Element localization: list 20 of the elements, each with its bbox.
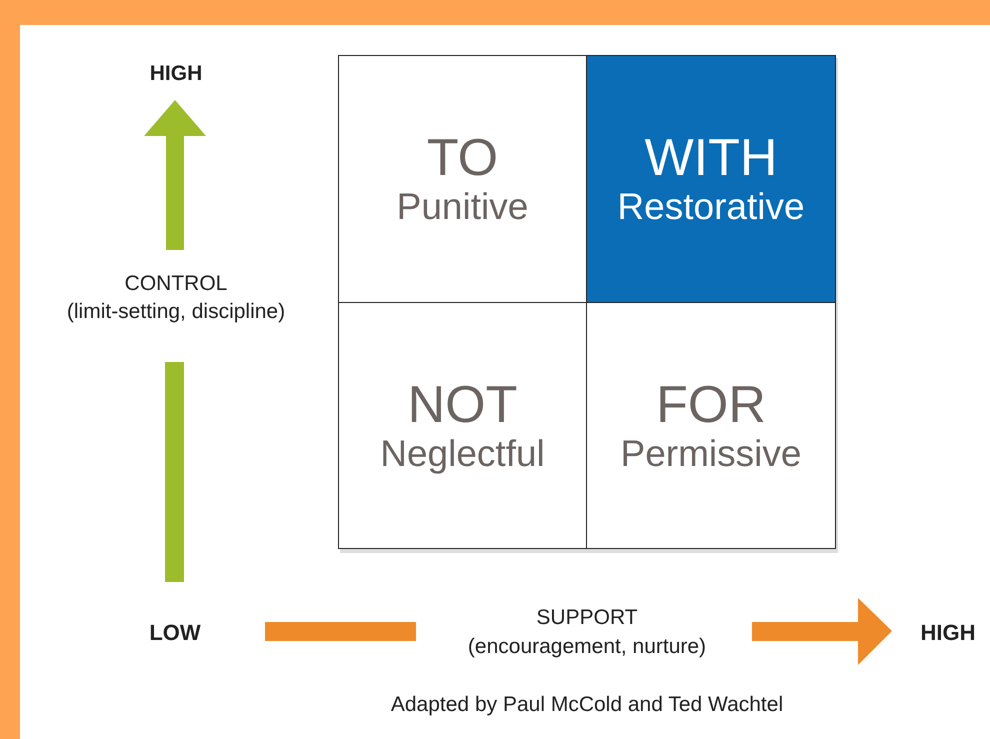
quadrant-cell — [586, 302, 836, 549]
axis-subtitle: (limit-setting, discipline) — [66, 300, 286, 324]
axis-end-label: HIGH — [920, 620, 976, 646]
credit-note: Adapted by Paul McCold and Ted Wachtel — [390, 693, 784, 717]
quadrant-heading: NOT — [408, 376, 518, 434]
quadrant-cell — [586, 55, 836, 303]
axis-title: SUPPORT — [536, 606, 638, 630]
quadrant-cell — [338, 55, 587, 303]
quadrant-subtitle: Neglectful — [380, 434, 545, 474]
axis-subtitle: (encouragement, nurture) — [468, 635, 706, 659]
quadrant-subtitle: Punitive — [396, 187, 528, 228]
axis-title: CONTROL — [124, 272, 228, 296]
quadrant-heading: TO — [426, 130, 498, 188]
quadrant-subtitle: Restorative — [617, 187, 805, 228]
quadrant-subtitle: Permissive — [620, 434, 802, 474]
quadrant-cell — [338, 302, 587, 549]
quadrant-heading: WITH — [644, 130, 778, 188]
axis-end-label: HIGH — [150, 62, 202, 86]
quadrant-heading: FOR — [656, 376, 766, 434]
axis-end-label: LOW — [149, 620, 201, 646]
